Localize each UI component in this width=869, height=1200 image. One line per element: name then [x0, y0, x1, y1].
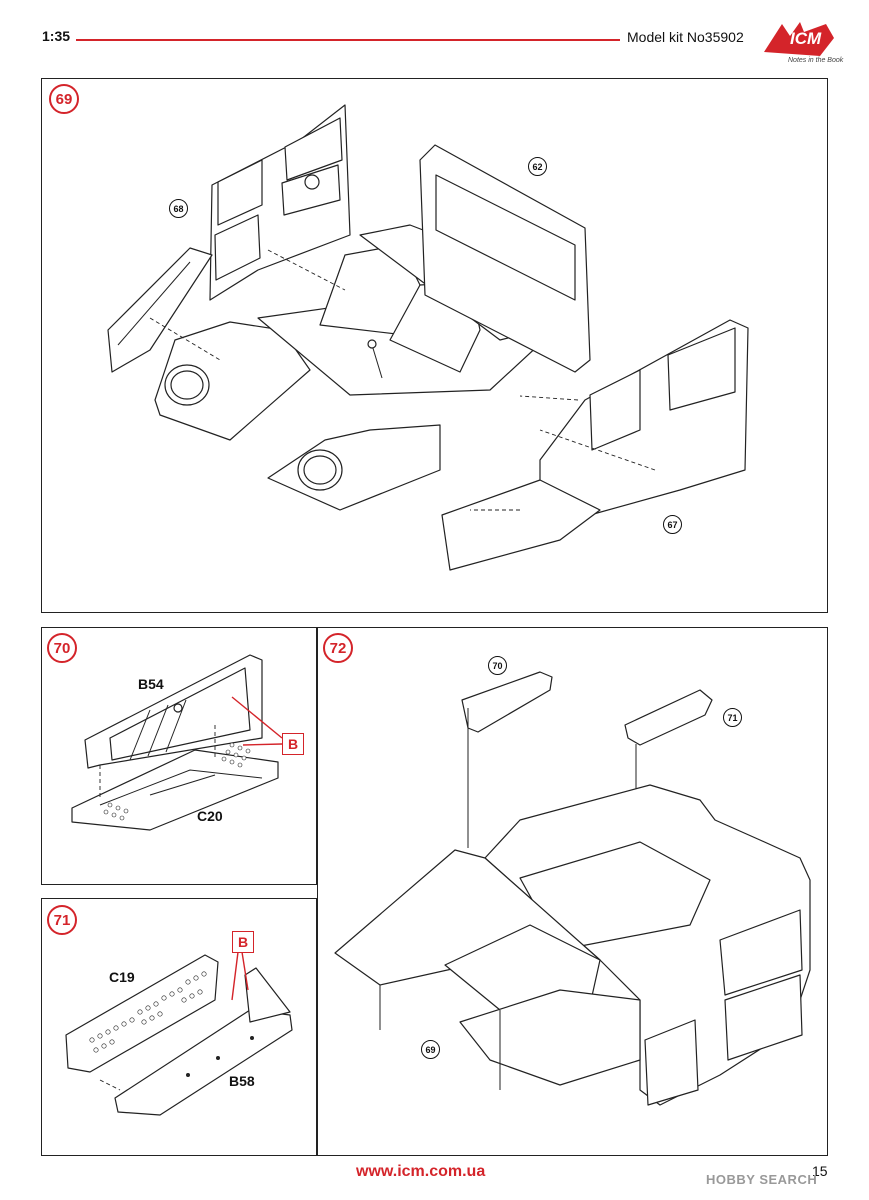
page-number: 15 — [812, 1163, 828, 1179]
step-70-badge: 70 — [47, 633, 77, 663]
icm-logo-icon — [764, 22, 834, 56]
step-70-callout-b: B — [282, 733, 304, 755]
part-label-b54: B54 — [138, 676, 164, 692]
step-71-callout-b: B — [232, 931, 254, 953]
part-label-b58: B58 — [229, 1073, 255, 1089]
step-69-ref-67: 67 — [663, 515, 682, 534]
footer-url: www.icm.com.ua — [356, 1163, 486, 1180]
part-label-c20: C20 — [197, 808, 223, 824]
scale-label: 1:35 — [42, 28, 71, 44]
peg-hole-grid — [103, 742, 251, 821]
part-label-c19: C19 — [109, 969, 135, 985]
step-72-badge: 72 — [323, 633, 353, 663]
brand-tagline: Notes in the Book — [788, 57, 844, 64]
kit-number: Model kit No35902 — [627, 29, 744, 45]
brand-logo-text: ICM — [790, 29, 822, 48]
step-71-badge: 71 — [47, 905, 77, 935]
step-69-ref-68: 68 — [169, 199, 188, 218]
step-69-ref-62: 62 — [528, 157, 547, 176]
step-72-ref-69: 69 — [421, 1040, 440, 1059]
peg-hole-grid — [89, 971, 207, 1053]
step-72-ref-70: 70 — [488, 656, 507, 675]
header-rule — [76, 39, 620, 41]
hobby-search-watermark: HOBBY SEARCH — [706, 1172, 818, 1187]
step-72-ref-71: 71 — [723, 708, 742, 727]
step-69-badge: 69 — [49, 84, 79, 114]
